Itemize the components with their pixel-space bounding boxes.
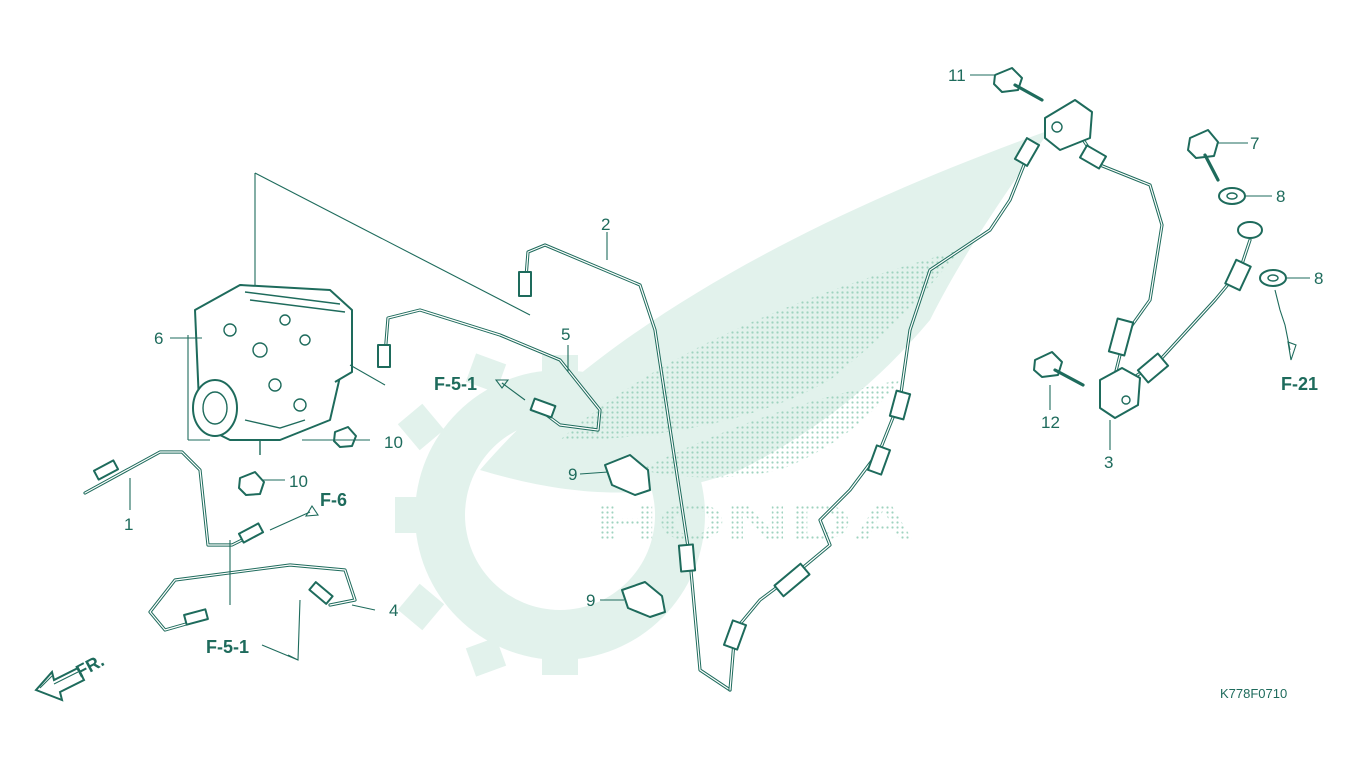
callout-4: 4 — [389, 601, 398, 620]
bolt-12 — [1033, 351, 1085, 387]
honda-watermark-text: HONDA — [595, 494, 915, 552]
bolt-7 — [1187, 129, 1220, 182]
callout-7: 7 — [1250, 134, 1259, 153]
front-direction-arrow-icon — [34, 666, 86, 702]
leader-lines — [129, 74, 1310, 661]
reference-f-5-1-upper: F-5-1 — [434, 374, 477, 394]
reference-f-6: F-6 — [320, 490, 347, 510]
callout-2: 2 — [601, 215, 610, 234]
callout-8-lower: 8 — [1314, 269, 1323, 288]
bolt-10-right — [333, 426, 357, 448]
callout-3: 3 — [1104, 453, 1113, 472]
hose-joint-upper — [1044, 99, 1093, 151]
reference-f-21: F-21 — [1281, 374, 1318, 394]
callout-9-lower: 9 — [586, 591, 595, 610]
callout-5: 5 — [561, 325, 570, 344]
callout-12: 12 — [1041, 413, 1060, 432]
clip-9-lower — [621, 581, 666, 618]
clip-9-upper — [604, 454, 651, 496]
callout-6: 6 — [154, 329, 163, 348]
diagram-code: K778F0710 — [1220, 686, 1287, 701]
bolt-10-lower — [238, 471, 265, 496]
callout-10-right: 10 — [384, 433, 403, 452]
hose-joint-lower — [1099, 367, 1141, 419]
callout-10-lower: 10 — [289, 472, 308, 491]
reference-f-5-1-lower: F-5-1 — [206, 637, 249, 657]
callout-8-upper: 8 — [1276, 187, 1285, 206]
honda-watermark: HONDA — [395, 130, 1050, 677]
callout-9-upper: 9 — [568, 465, 577, 484]
abs-modulator — [192, 284, 353, 455]
callout-1: 1 — [124, 515, 133, 534]
bolt-11 — [993, 67, 1044, 102]
callout-11: 11 — [948, 66, 966, 85]
wing-watermark-icon — [480, 130, 1050, 493]
washer-8-upper — [1218, 187, 1246, 205]
front-direction-indicator: FR. — [34, 650, 107, 702]
washer-8-lower — [1259, 269, 1287, 287]
